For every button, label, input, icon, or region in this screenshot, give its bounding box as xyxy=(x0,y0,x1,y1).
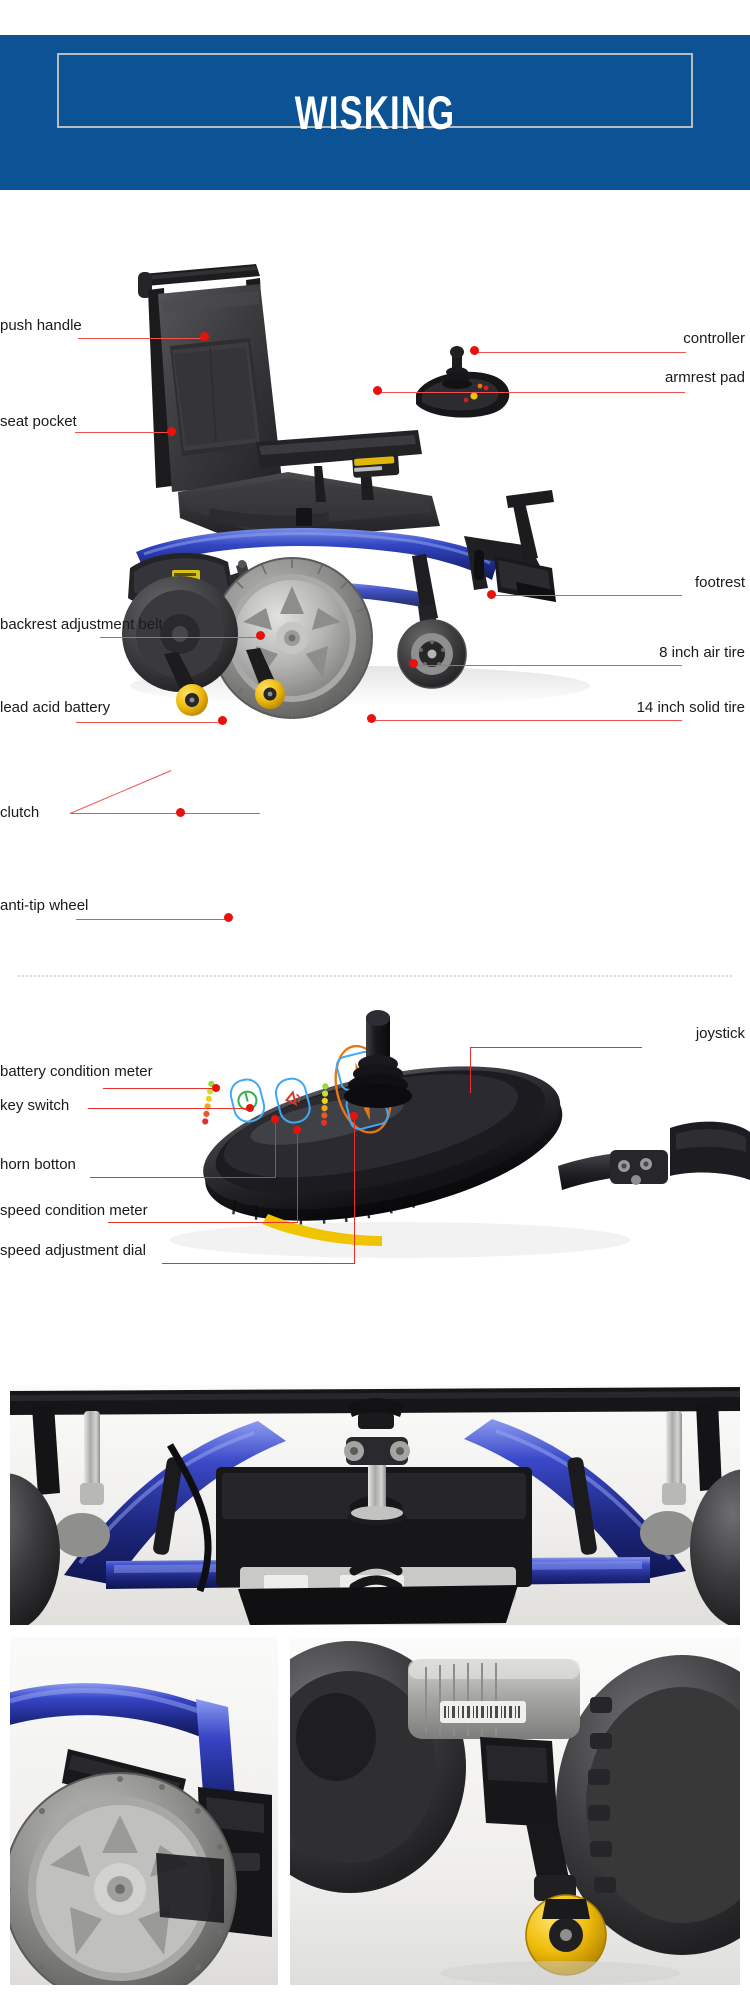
leader-push-handle xyxy=(78,338,205,339)
leader-battery-condition-meter xyxy=(103,1088,217,1089)
photo-motor-and-caster-closeup xyxy=(290,1637,740,1985)
brand-banner xyxy=(0,35,750,190)
label-anti-tip-wheel: anti-tip wheel xyxy=(0,897,89,914)
leader-controller xyxy=(475,352,686,353)
label-joystick: joystick xyxy=(695,1025,745,1042)
dot-push-handle xyxy=(200,332,209,341)
photo-undercarriage-suspension xyxy=(10,1385,740,1625)
label-battery-condition-meter: battery condition meter xyxy=(0,1063,153,1080)
dot-footrest xyxy=(487,590,496,599)
dot-speed-adjustment-dial xyxy=(350,1112,358,1120)
label-clutch: clutch xyxy=(0,804,40,821)
leader-8-inch-air-tire xyxy=(414,665,682,666)
leader-speed-adjustment-dial xyxy=(162,1263,355,1264)
controller-illustration xyxy=(150,1000,750,1300)
wheelchair-illustration xyxy=(60,250,620,720)
dot-horn-botton xyxy=(271,1115,279,1123)
dot-armrest-pad xyxy=(373,386,382,395)
vline-joystick xyxy=(470,1047,471,1093)
label-horn-botton: horn botton xyxy=(0,1156,76,1173)
leader-horn-botton xyxy=(90,1177,276,1178)
vline-horn-botton xyxy=(275,1119,276,1177)
dot-backrest-adjustment-belt xyxy=(256,631,265,640)
label-controller: controller xyxy=(683,330,745,347)
dot-key-switch xyxy=(246,1104,254,1112)
photo-rear-wheel-closeup xyxy=(10,1637,278,1985)
label-8-inch-air-tire: 8 inch air tire xyxy=(659,644,745,661)
leader-clutch-diag xyxy=(69,770,172,814)
label-14-inch-solid-tire: 14 inch solid tire xyxy=(636,699,745,716)
section-divider xyxy=(18,975,732,977)
dot-battery-condition-meter xyxy=(212,1084,220,1092)
leader-anti-tip-wheel xyxy=(76,919,226,920)
vline-speed-adjustment-dial xyxy=(354,1116,355,1263)
label-push-handle: push handle xyxy=(0,317,82,334)
label-footrest: footrest xyxy=(694,574,745,591)
leader-clutch xyxy=(70,813,260,814)
dot-8-inch-air-tire xyxy=(409,659,418,668)
leader-speed-condition-meter xyxy=(108,1222,298,1223)
leader-joystick xyxy=(470,1047,642,1048)
brand-title: WISKING xyxy=(294,86,456,139)
label-backrest-adjustment-belt: backrest adjustment belt xyxy=(0,616,163,633)
leader-key-switch xyxy=(88,1108,251,1109)
vline-speed-condition-meter xyxy=(297,1130,298,1222)
leader-seat-pocket xyxy=(75,432,172,433)
label-lead-acid-battery: lead acid battery xyxy=(0,699,111,716)
dot-seat-pocket xyxy=(167,427,176,436)
dot-controller xyxy=(470,346,479,355)
label-speed-adjustment-dial: speed adjustment dial xyxy=(0,1242,146,1259)
leader-armrest-pad xyxy=(378,392,685,393)
leader-footrest xyxy=(492,595,682,596)
leader-backrest-adjustment-belt xyxy=(100,637,261,638)
label-seat-pocket: seat pocket xyxy=(0,413,77,430)
label-key-switch: key switch xyxy=(0,1097,70,1114)
leader-14-inch-solid-tire xyxy=(372,720,682,721)
dot-clutch xyxy=(176,808,185,817)
label-armrest-pad: armrest pad xyxy=(664,369,745,386)
dot-anti-tip-wheel xyxy=(224,913,233,922)
dot-lead-acid-battery xyxy=(218,716,227,725)
label-speed-condition-meter: speed condition meter xyxy=(0,1202,148,1219)
leader-lead-acid-battery xyxy=(76,722,223,723)
dot-speed-condition-meter xyxy=(293,1126,301,1134)
dot-14-inch-solid-tire xyxy=(367,714,376,723)
banner-frame-border xyxy=(57,53,693,128)
